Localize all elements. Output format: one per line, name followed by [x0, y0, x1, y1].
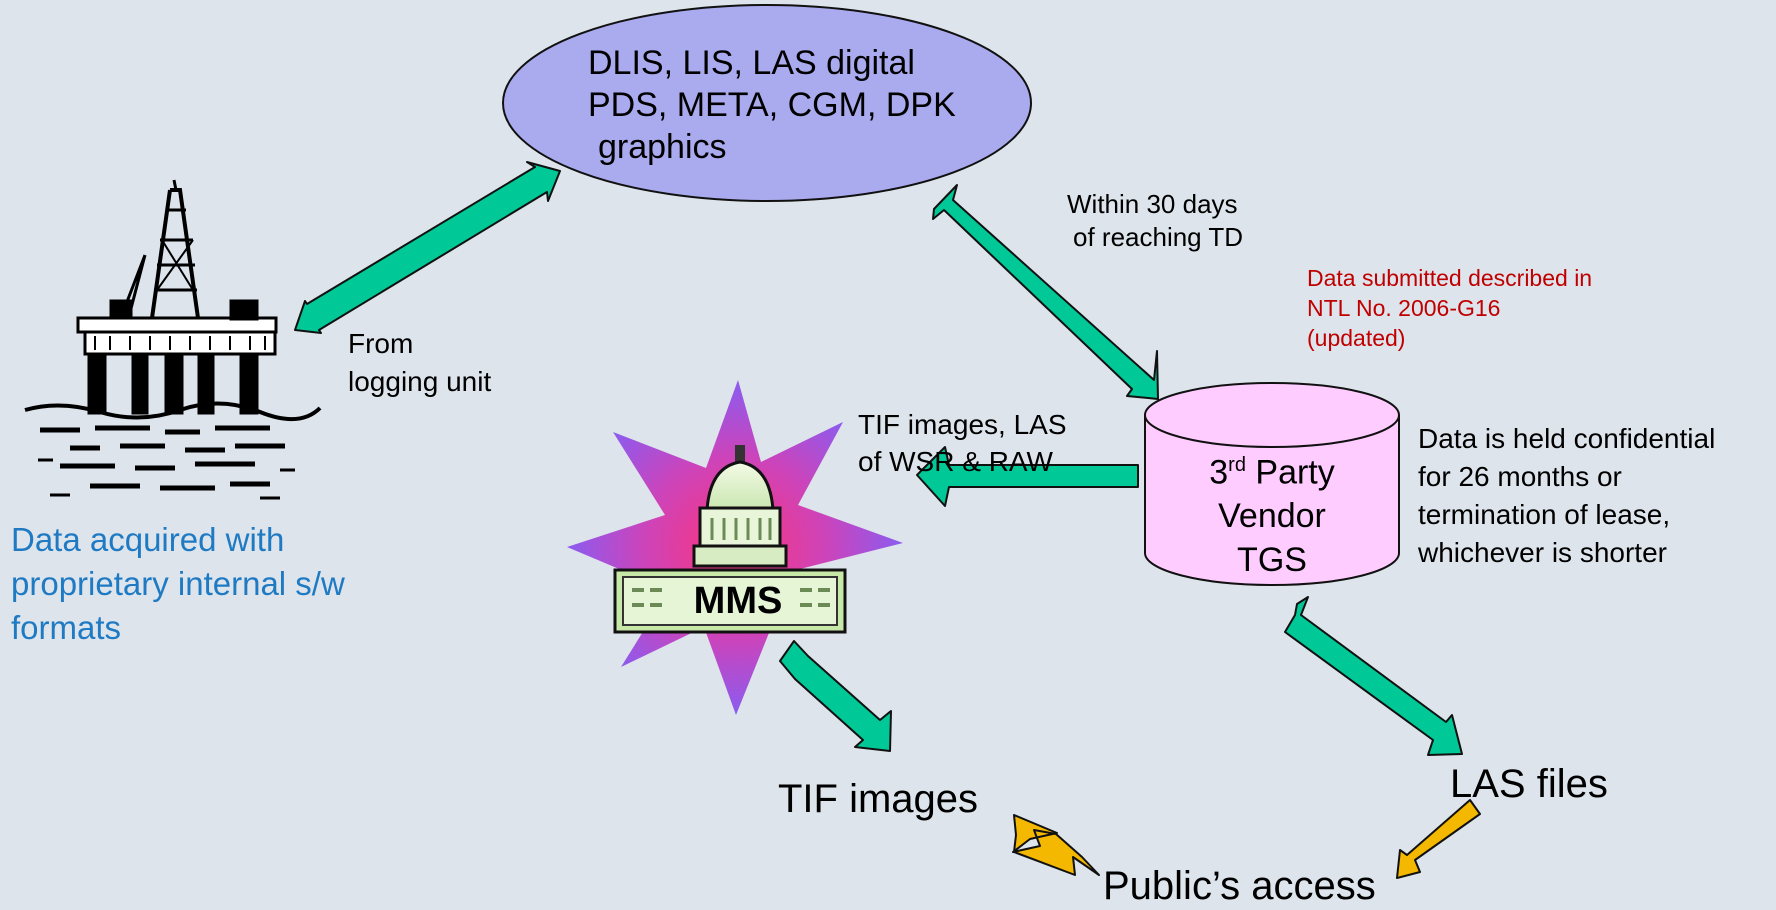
confidential-line-2: for 26 months or	[1418, 461, 1622, 492]
formats-line-2: PDS, META, CGM, DPK	[588, 86, 956, 124]
ntl-line-2: NTL No. 2006-G16	[1307, 295, 1501, 321]
vendor-database-icon	[1144, 382, 1400, 586]
rig-caption-line-3: formats	[11, 609, 122, 646]
vendor-ordinal-suffix: rd	[1228, 454, 1246, 476]
oil-rig-icon	[24, 179, 322, 500]
tif-images-label: TIF images	[778, 777, 979, 821]
mms-badge-label: MMS	[694, 580, 783, 622]
from-logging-label: From logging unit	[348, 325, 491, 401]
arrow-rig-to-ellipse	[294, 161, 561, 334]
vendor-line-3: TGS	[1237, 541, 1307, 580]
ntl-line-3: (updated)	[1307, 325, 1406, 351]
from-logging-line-2: logging unit	[348, 366, 492, 397]
rig-caption-line-2: proprietary internal s/w	[11, 565, 345, 602]
within-30-days-label: Within 30 days of reaching TD	[1067, 188, 1243, 254]
vendor-ordinal-number: 3	[1209, 453, 1229, 492]
mms-capitol-icon: MMS	[567, 380, 903, 715]
las-files-label: LAS files	[1450, 762, 1608, 806]
confidential-line-3: termination of lease,	[1418, 499, 1671, 530]
within-30-line-1: Within 30 days	[1067, 189, 1238, 219]
from-logging-line-1: From	[348, 328, 414, 359]
formats-ellipse	[502, 4, 1032, 202]
vendor-label: 3rd Party Vendor TGS	[1160, 443, 1384, 582]
confidential-line-1: Data is held confidential	[1418, 423, 1716, 454]
vendor-line-1: 3rd Party	[1160, 443, 1384, 494]
arrow-ellipse-to-vendor	[932, 184, 1159, 400]
formats-line-1: DLIS, LIS, LAS digital	[588, 44, 915, 82]
confidential-line-4: whichever is shorter	[1418, 537, 1667, 568]
confidential-note: Data is held confidential for 26 months …	[1418, 420, 1715, 572]
ntl-line-1: Data submitted described in	[1307, 265, 1593, 291]
formats-line-3: graphics	[598, 128, 727, 166]
arrow-vendor-to-las	[1284, 596, 1463, 756]
arrow-mms-to-tif	[779, 640, 892, 752]
tif-las-label: TIF images, LAS of WSR & RAW	[858, 406, 1067, 480]
vendor-line-2: Vendor	[1218, 497, 1326, 536]
double-arrow-tif-public	[1012, 814, 1100, 876]
rig-caption-line-1: Data acquired with	[11, 521, 285, 558]
within-30-line-2: of reaching TD	[1073, 222, 1244, 252]
formats-ellipse-label: DLIS, LIS, LAS digital PDS, META, CGM, D…	[588, 42, 956, 168]
vendor-party: Party	[1245, 453, 1335, 492]
arrow-vendor-to-mms	[916, 446, 1139, 507]
tif-las-line-2: of WSR & RAW	[858, 446, 1053, 477]
public-access-label: Public’s access	[1103, 864, 1376, 908]
arrow-las-to-public	[1396, 799, 1481, 879]
ntl-note: Data submitted described in NTL No. 2006…	[1307, 263, 1592, 353]
rig-caption: Data acquired with proprietary internal …	[11, 518, 345, 650]
tif-las-line-1: TIF images, LAS	[858, 409, 1067, 440]
